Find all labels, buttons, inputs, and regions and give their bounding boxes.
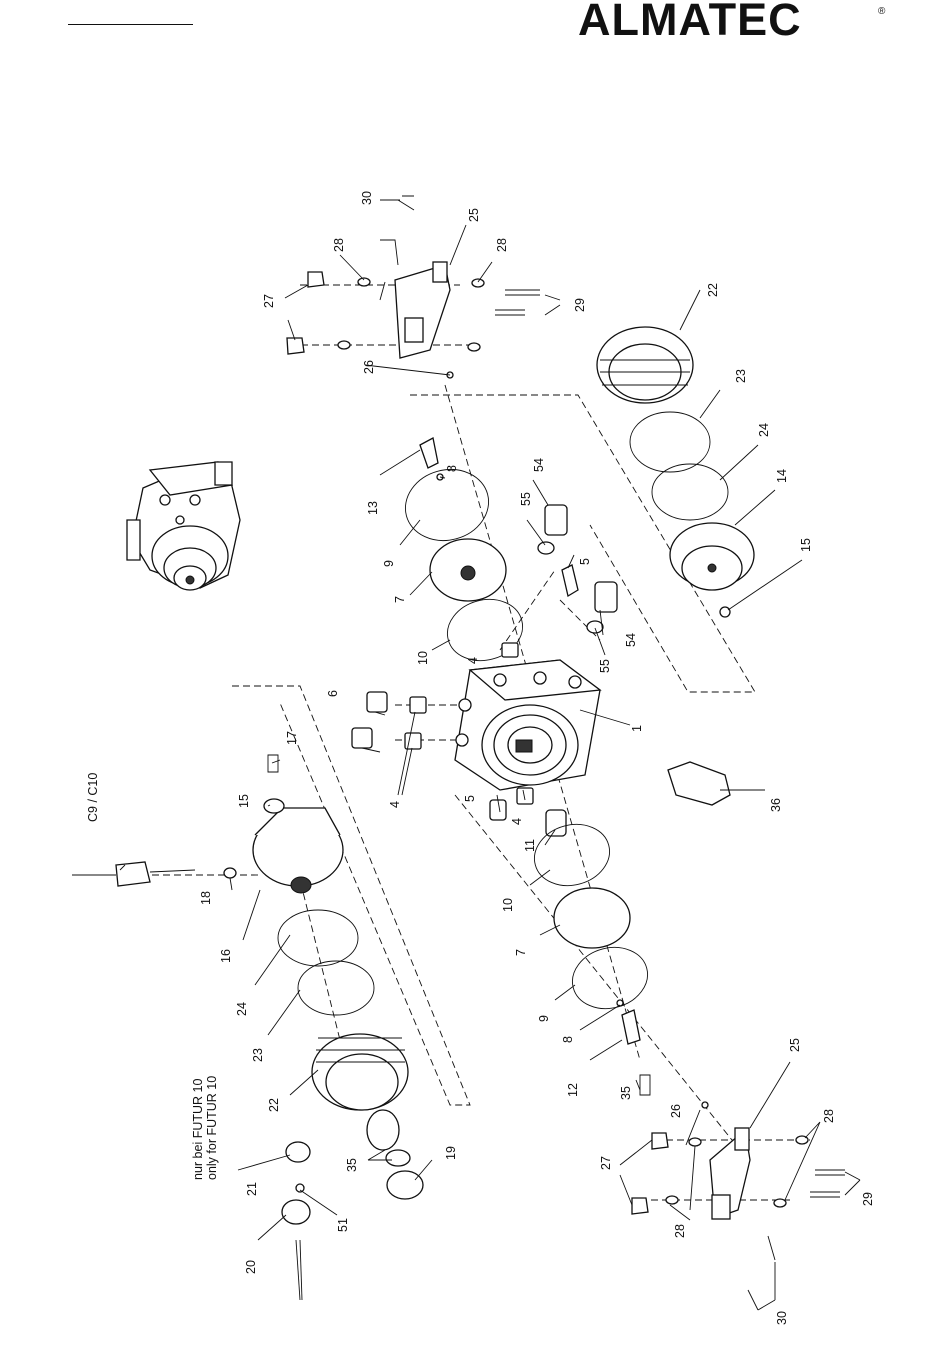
label-16: 16 [219, 949, 233, 963]
label-22a: 22 [706, 283, 720, 297]
label-30b: 30 [775, 1311, 789, 1325]
label-55b: 55 [598, 659, 612, 673]
right-cover-assembly [597, 327, 754, 617]
lower-manifold-assembly [632, 1102, 845, 1310]
label-55a: 55 [519, 492, 533, 506]
sensor-plate-part [668, 762, 730, 805]
label-note-de: nur bei FUTUR 10 [191, 1079, 205, 1180]
label-18: 18 [199, 891, 213, 905]
label-c9: C9 / C10 [86, 773, 100, 822]
lower-fittings [282, 1110, 423, 1300]
label-26b: 26 [669, 1104, 683, 1118]
label-7b: 7 [514, 949, 528, 956]
label-29b: 29 [861, 1192, 875, 1206]
label-28c: 28 [822, 1109, 836, 1123]
label-10b: 10 [501, 898, 515, 912]
label-5a: 5 [578, 558, 592, 565]
label-23a: 23 [734, 369, 748, 383]
label-27a: 27 [262, 294, 276, 308]
label-5b: 5 [463, 795, 477, 802]
label-51: 51 [336, 1218, 350, 1232]
label-24a: 24 [757, 423, 771, 437]
label-4b: 4 [388, 801, 402, 808]
label-23b: 23 [251, 1048, 265, 1062]
label-21: 21 [245, 1182, 259, 1196]
label-27b: 27 [599, 1156, 613, 1170]
label-28b: 28 [495, 238, 509, 252]
label-28a: 28 [332, 238, 346, 252]
label-6: 6 [326, 690, 340, 697]
label-10a: 10 [416, 651, 430, 665]
label-4c: 4 [510, 818, 524, 825]
label-14: 14 [775, 469, 789, 483]
label-25a: 25 [467, 208, 481, 222]
label-1: 1 [630, 725, 644, 732]
label-54a: 54 [532, 458, 546, 472]
label-7a: 7 [393, 596, 407, 603]
label-20: 20 [244, 1260, 258, 1274]
label-8a: 8 [445, 465, 459, 472]
lower-diaphragm-assembly [528, 816, 655, 1095]
label-8b: 8 [561, 1036, 575, 1043]
label-36: 36 [769, 798, 783, 812]
label-12: 12 [566, 1083, 580, 1097]
label-24b: 24 [235, 1002, 249, 1016]
upper-diaphragm-assembly [397, 438, 529, 669]
label-30a: 30 [360, 191, 374, 205]
label-35b: 35 [345, 1158, 359, 1172]
label-15b: 15 [237, 794, 251, 808]
label-35a: 35 [619, 1086, 633, 1100]
upper-manifold-assembly [287, 196, 540, 378]
label-54b: 54 [624, 633, 638, 647]
label-4a: 4 [466, 657, 480, 664]
left-cover-assembly [72, 799, 408, 1110]
label-13: 13 [366, 501, 380, 515]
label-22b: 22 [267, 1098, 281, 1112]
assembled-pump-view [127, 462, 240, 590]
label-11: 11 [523, 839, 537, 852]
label-9b: 9 [537, 1015, 551, 1022]
label-26a: 26 [362, 360, 376, 374]
label-28d: 28 [673, 1224, 687, 1238]
label-29a: 29 [573, 298, 587, 312]
label-25b: 25 [788, 1038, 802, 1052]
label-15a: 15 [799, 538, 813, 552]
label-17: 17 [285, 731, 299, 745]
label-9a: 9 [382, 560, 396, 567]
pump-housing-part [455, 660, 600, 790]
label-19: 19 [444, 1146, 458, 1160]
label-note-en: only for FUTUR 10 [205, 1076, 219, 1180]
